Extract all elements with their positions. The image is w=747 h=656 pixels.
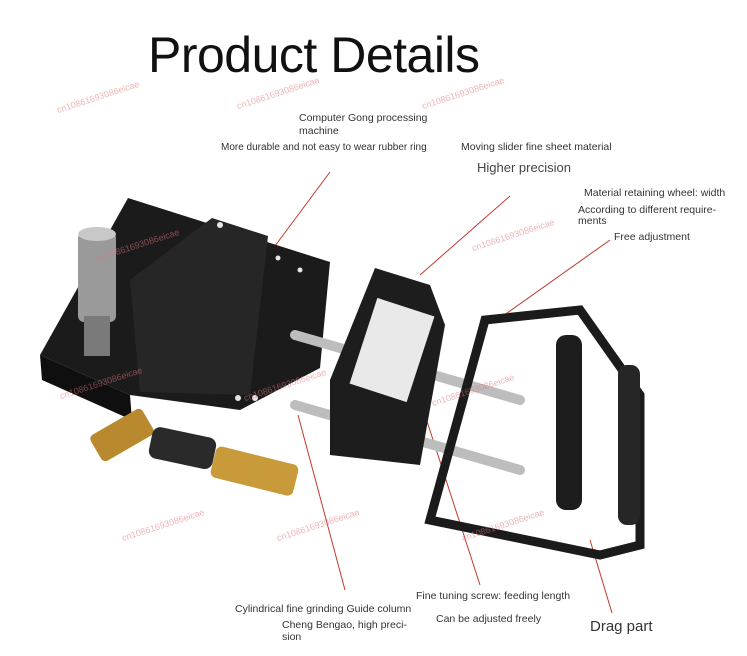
hose-fitting xyxy=(90,408,154,462)
annotation-screw-line2: Can be adjusted freely xyxy=(436,613,542,625)
annotation-wheel-line1: Material retaining wheel: width xyxy=(584,187,726,199)
page-title: Product Details xyxy=(148,27,480,83)
annotation-wheel-line3: ments xyxy=(578,215,607,227)
leader-gong xyxy=(271,171,331,251)
annotation-wheel-line2: According to different require- xyxy=(578,204,717,216)
brass-coupling xyxy=(210,446,299,496)
leader-guide xyxy=(297,414,346,591)
top-plate xyxy=(130,218,268,395)
annotation-durable: More durable and not easy to wear rubber… xyxy=(221,142,427,153)
drag-frame xyxy=(424,305,645,560)
annotation-guide-line3: sion xyxy=(282,631,302,643)
annotation-guide-line1: Cylindrical fine grinding Guide column xyxy=(235,603,412,615)
leader-slider xyxy=(419,195,511,276)
annotation-guide-line2: Cheng Bengao, high preci- xyxy=(282,619,407,631)
annotation-screw-line1: Fine tuning screw: feeding length xyxy=(416,590,571,602)
annotation-drag-part: Drag part xyxy=(590,618,653,635)
annotation-slider: Moving slider fine sheet material xyxy=(461,141,612,153)
annotation-gong-line2: machine xyxy=(299,125,339,137)
roller-2 xyxy=(618,365,640,525)
annotation-precision: Higher precision xyxy=(477,160,571,175)
roller-1 xyxy=(556,335,582,510)
annotation-gong-line1: Computer Gong processing xyxy=(299,112,428,124)
leader-wheel xyxy=(499,239,611,319)
cylinder xyxy=(78,232,116,322)
annotation-free-adjustment: Free adjustment xyxy=(614,231,690,243)
